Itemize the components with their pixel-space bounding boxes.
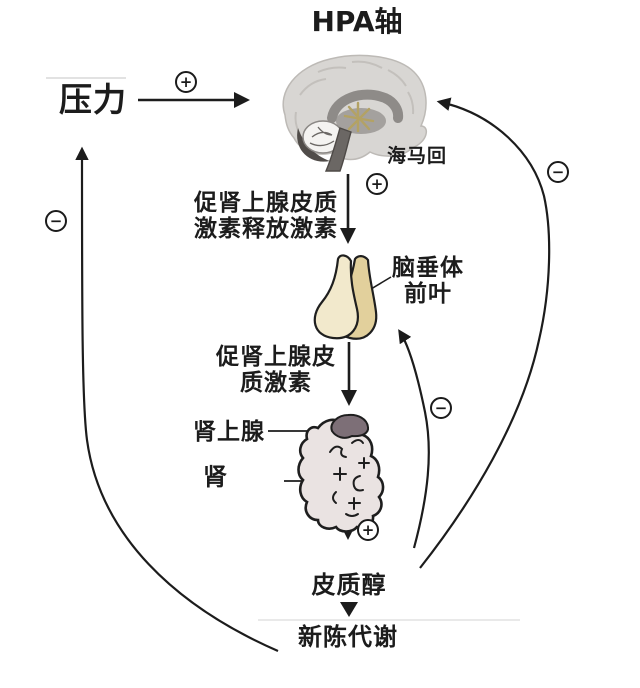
diagram-title: HPA轴 bbox=[311, 5, 403, 38]
adrenal-gland-label: 肾上腺 bbox=[193, 419, 265, 445]
minus-badge-feedback-to-brain-icon: − bbox=[547, 161, 569, 183]
kidney-illustration bbox=[297, 413, 385, 533]
cortisol-label: 皮质醇 bbox=[311, 571, 387, 599]
plus-badge-brain-to-crh-icon: + bbox=[366, 173, 388, 195]
anterior-pituitary-label: 脑垂体 前叶 bbox=[392, 255, 464, 307]
feedback-arrow-to-stress bbox=[75, 146, 279, 653]
minus-badge-feedback-to-stress-icon: − bbox=[45, 210, 67, 232]
brain-illustration bbox=[282, 54, 428, 172]
stress-label: 压力 bbox=[59, 80, 127, 119]
pituitary-illustration bbox=[313, 254, 378, 340]
kidney-label: 肾 bbox=[203, 463, 228, 491]
feedback-arrow-to-pituitary bbox=[398, 329, 430, 549]
metabolism-label: 新陈代谢 bbox=[298, 623, 398, 651]
arrow-cortisol-to-metabolism bbox=[340, 602, 358, 617]
minus-badge-feedback-to-pituitary-icon: − bbox=[430, 397, 452, 419]
feedback-arrow-to-brain bbox=[419, 97, 551, 569]
plus-badge-cortisol-release-icon: + bbox=[357, 519, 379, 541]
acth-label: 促肾上腺皮 质激素 bbox=[216, 344, 336, 396]
crh-label: 促肾上腺皮质 激素释放激素 bbox=[194, 190, 338, 242]
plus-badge-stress-to-brain-icon: + bbox=[175, 71, 197, 93]
hippocampus-label: 海马回 bbox=[387, 145, 448, 167]
